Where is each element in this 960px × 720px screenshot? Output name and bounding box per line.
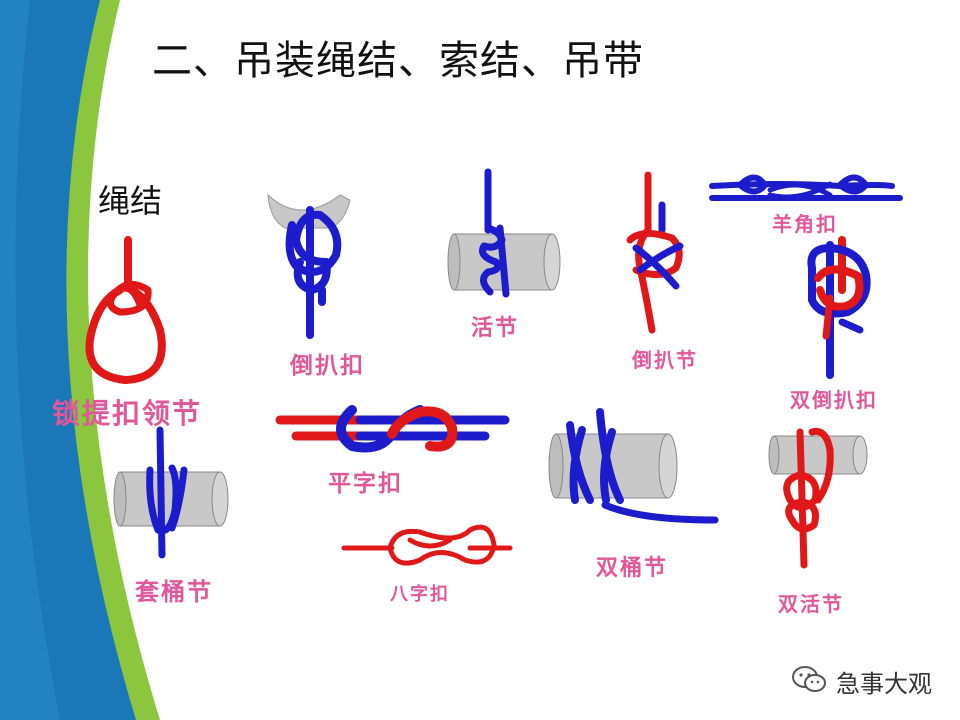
label-shuangtongjie: 双桶节 [596, 555, 669, 581]
page-title: 二、吊装绳结、索结、吊带 [152, 38, 644, 84]
label-pingzikou: 平字扣 [328, 470, 403, 497]
label-shuanghuojie: 双活节 [778, 592, 844, 616]
knot-daobakou-illustration [267, 193, 351, 339]
label-daobakou: 倒扒扣 [290, 352, 365, 379]
label-bazikou: 八字扣 [390, 584, 450, 605]
blue-curve-bar [0, 0, 136, 720]
label-suotikoulingjie: 锁提扣领节 [52, 397, 203, 430]
knot-shuangdaobakou-illustration [807, 236, 871, 379]
knot-taotongjie-illustration [113, 426, 229, 559]
section-subtitle: 绳结 [98, 182, 163, 220]
label-taotongjie: 套桶节 [135, 577, 213, 606]
knot-daobajie-illustration [626, 171, 684, 334]
knot-suotikou-illustration [85, 236, 166, 384]
knot-shuanghuojie-illustration [768, 427, 868, 569]
left-decorative-bars [0, 0, 160, 720]
label-shuangdaobakou: 双倒扒扣 [790, 388, 878, 412]
label-huojie: 活节 [471, 315, 520, 341]
blue-light-band [0, 0, 60, 720]
knot-pingzikou-illustration [275, 405, 510, 453]
knot-huojie-illustration [447, 168, 561, 298]
watermark-text: 急事大观 [836, 670, 932, 698]
label-daobajie: 倒扒节 [632, 348, 698, 372]
knot-yangjiaokou-illustration [709, 174, 903, 201]
label-yangjiaokou: 羊角扣 [772, 212, 838, 236]
knot-shuangtongjie-illustration [548, 408, 719, 524]
knot-bazikou-illustration [341, 524, 513, 566]
wechat-icon [792, 666, 826, 692]
